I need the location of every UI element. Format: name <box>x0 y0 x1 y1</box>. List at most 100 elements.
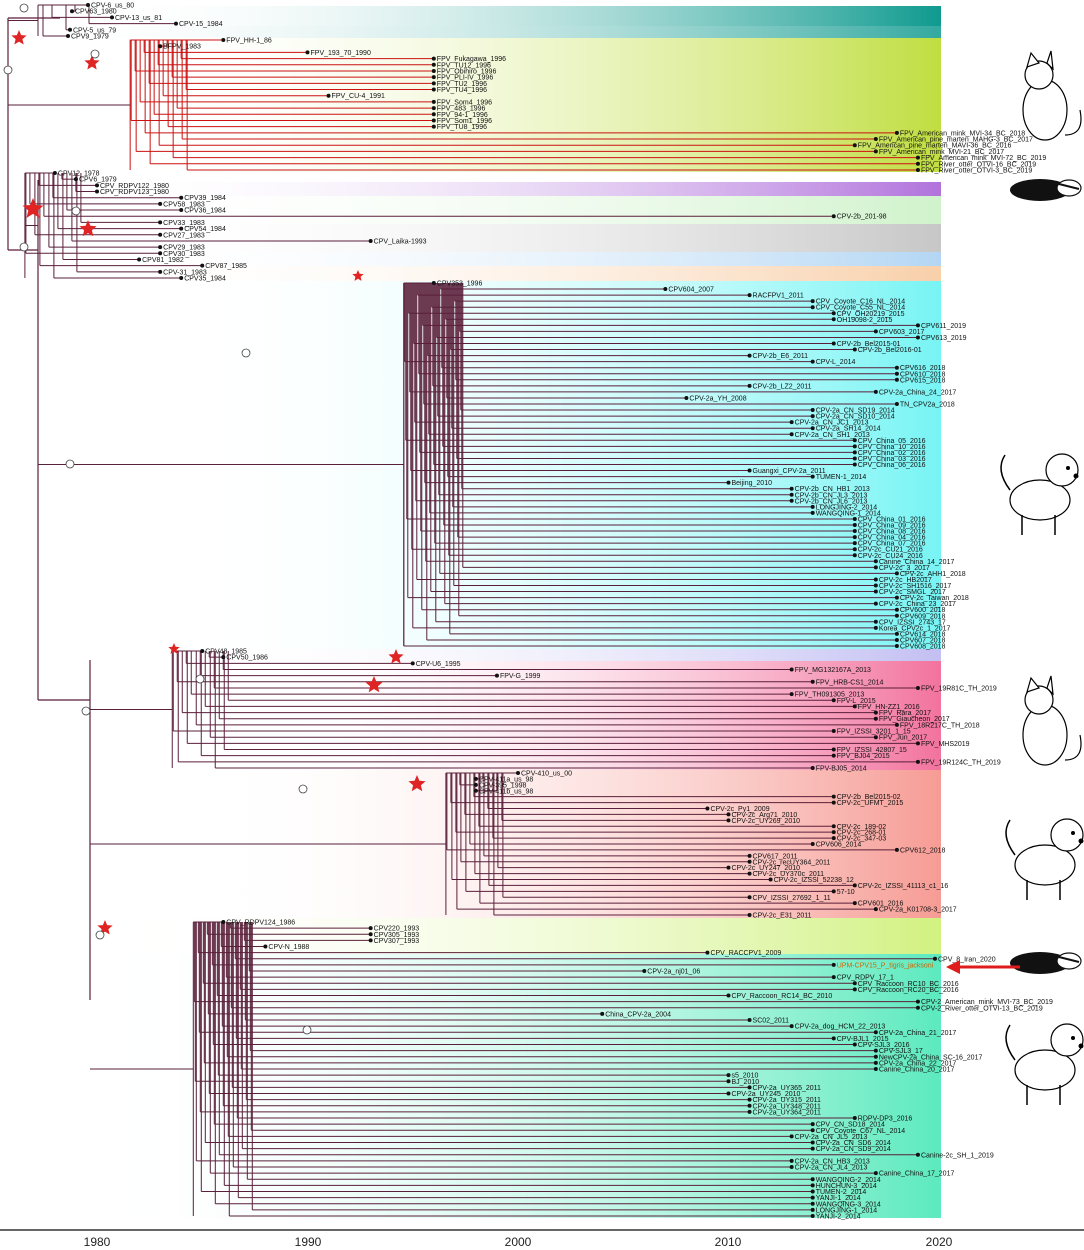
tip-label: CPV-2c_SMGL_2017 <box>879 589 946 596</box>
tip-dot <box>852 523 857 527</box>
tip-dot <box>473 776 478 781</box>
tip-label: FPV-BJ05_2014 <box>816 766 867 773</box>
tip-labels: CPV-6_us_80CPV63_1980CPV-13_us_81CPV-15_… <box>52 3 1053 1221</box>
tip-dot <box>873 559 878 564</box>
tip-dot <box>831 962 836 967</box>
tip-label: CPV-2b_CN_JL3_2013 <box>795 492 868 499</box>
cat-icon <box>1022 50 1082 141</box>
tip-dot <box>894 130 899 135</box>
highlighted-tip-label: UPM-CPV15_P_tigris_jacksoni <box>837 962 934 969</box>
tip-dot <box>68 27 72 32</box>
tip-dot <box>873 577 878 582</box>
tip-label: CPV-2c_CU21_2016 <box>858 547 923 554</box>
tip-dot <box>747 293 752 298</box>
tip-dot <box>200 263 205 268</box>
tip-label: SC02_2011 <box>753 1018 790 1025</box>
tip-label: FPV_Som1_1996 <box>437 118 492 125</box>
tip-dot <box>158 201 163 206</box>
tip-dot <box>431 68 436 73</box>
tip-dot <box>789 498 794 503</box>
tip-label: LONGJING-2_2014 <box>816 504 878 511</box>
tip-label: CPV-2c_SH1516_2017 <box>879 583 951 590</box>
tip-dot <box>221 655 226 660</box>
tip-dot <box>852 529 857 534</box>
band-lavender <box>180 649 941 661</box>
tip-dot <box>915 759 920 764</box>
tip-dot <box>810 1201 815 1206</box>
tip-label: CPV_Raccoon_RC20_BC_2016 <box>858 987 959 994</box>
band-light-green <box>95 196 941 224</box>
tip-dot <box>810 1146 815 1151</box>
tip-dot <box>894 371 899 376</box>
tip-label: CPV36_1984 <box>184 208 226 215</box>
band-fpv-yellow-green <box>120 38 941 172</box>
node-circle-marker <box>90 49 100 59</box>
tip-label: FPV_TU4_1996 <box>437 87 487 94</box>
tip-label: BFPV_1983 <box>163 44 201 51</box>
tip-dot <box>810 1207 815 1212</box>
tip-dot <box>873 1060 878 1065</box>
tip-dot <box>726 1091 731 1096</box>
tip-label: CPV_China_09_2016 <box>858 523 926 530</box>
tip-dot <box>810 1140 815 1145</box>
tip-label: CPV_Coyote_C55_NL_2014 <box>816 305 906 312</box>
tip-label: CPV-411a_us_98 <box>479 776 533 783</box>
tip-label: CPV-2b_Bel2015-01 <box>837 341 901 348</box>
tip-label: CPV_RDPV122_1980 <box>100 183 169 190</box>
tip-dot <box>158 232 163 237</box>
tip-label: CPV-2b_E6_2011 <box>753 353 809 360</box>
tip-dot <box>789 486 794 491</box>
tip-label: CPV_Raccoon_RC10_BC_2016 <box>858 981 959 988</box>
tip-dot <box>852 883 857 888</box>
tip-dot <box>831 753 836 758</box>
tip-dot <box>52 171 57 175</box>
highlight-arrow <box>946 960 1020 974</box>
tip-label: CPV-411b_us_98 <box>479 788 533 795</box>
tip-label: CPV-13_us_81 <box>115 15 162 22</box>
tip-dot <box>894 595 899 600</box>
tip-label: Canine-2c_SH_1_2019 <box>921 1152 994 1159</box>
tip-dot <box>852 901 857 906</box>
tip-dot <box>831 1036 836 1041</box>
tip-label: CPV29_1983 <box>163 245 205 252</box>
tip-dot <box>726 818 731 823</box>
tip-dot <box>915 168 920 172</box>
tip-dot <box>831 317 836 322</box>
tip-dot <box>915 1005 920 1010</box>
tip-dot <box>873 329 878 334</box>
tip-dot <box>95 189 99 194</box>
tip-label: CPV613_2019 <box>921 335 967 342</box>
tip-dot <box>789 420 794 425</box>
tip-dot <box>915 155 920 160</box>
tip-dot <box>915 685 920 690</box>
node-star-marker <box>168 643 180 654</box>
tip-dot <box>810 679 815 684</box>
tip-label: FPV_Giaucheon_2017 <box>879 716 950 723</box>
tip-label: CPV-2c_IZSSI_52238_12 <box>774 877 854 884</box>
tip-dot <box>368 932 373 937</box>
tip-label: CPV-2c_HB2017 <box>879 577 932 584</box>
tip-label: TUMEN-1_2014 <box>816 474 867 481</box>
node-circle-marker <box>241 348 251 358</box>
tip-dot <box>158 269 163 274</box>
tip-dot <box>894 377 899 382</box>
badger-icon <box>1010 952 1082 974</box>
tip-dot <box>852 1116 857 1120</box>
tip-label: RDPV-DP3_2016 <box>858 1116 913 1123</box>
tip-label: CPV-2a_CN_SD6_2014 <box>816 1140 891 1147</box>
tip-label: CPV-2c_268-01 <box>837 830 887 837</box>
tip-dot <box>852 347 857 352</box>
node-circle-marker <box>19 3 29 13</box>
tip-dot <box>158 220 163 225</box>
tip-label: FPV_TU8_1996 <box>437 124 487 131</box>
tip-dot <box>431 81 436 86</box>
tip-label: CPV-410_us_00 <box>521 771 572 778</box>
tip-label: CPV-2c_Py1_2009 <box>710 806 769 813</box>
tip-dot <box>831 729 836 734</box>
tip-dot <box>747 913 752 917</box>
tip-dot <box>873 735 878 740</box>
tip-label: CPV600_2018 <box>900 607 946 614</box>
tip-label: CPV608_2018 <box>900 644 946 651</box>
tip-label: CPV-SJL3_17 <box>879 1048 923 1055</box>
tip-dot <box>431 99 436 104</box>
